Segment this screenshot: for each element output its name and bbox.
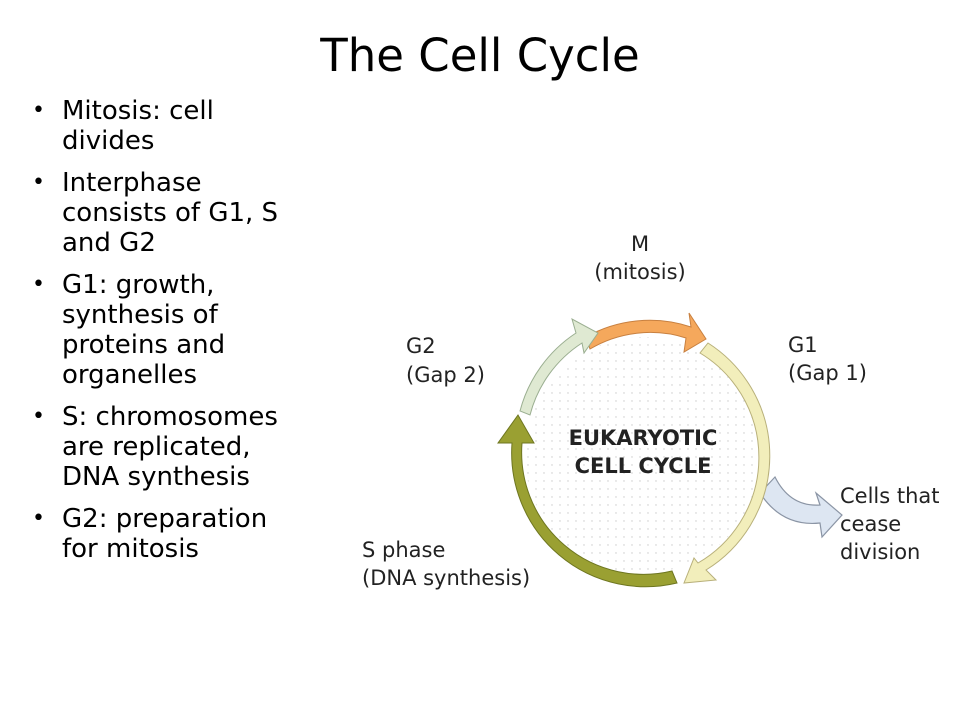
bullet-icon: • xyxy=(32,272,45,297)
bullet-icon: • xyxy=(32,404,45,429)
bullet-icon: • xyxy=(32,506,45,531)
m-phase-arc xyxy=(585,312,707,353)
s-phase-arc xyxy=(497,414,678,588)
exit-label-line1: Cells that xyxy=(840,484,940,508)
exit-label-line2: cease xyxy=(840,512,901,536)
bullet-icon: • xyxy=(32,98,45,123)
g1-sublabel: (Gap 1) xyxy=(788,361,867,385)
g2-label: G2 xyxy=(406,334,436,358)
center-label-line1: EUKARYOTIC xyxy=(569,426,718,450)
m-sublabel: (mitosis) xyxy=(594,260,685,284)
g2-sublabel: (Gap 2) xyxy=(406,363,485,387)
center-label-line2: CELL CYCLE xyxy=(575,454,712,478)
exit-label-line3: division xyxy=(840,540,920,564)
bullet-icon: • xyxy=(32,170,45,195)
m-label: M xyxy=(631,232,649,256)
g1-phase-arc xyxy=(683,342,771,584)
g2-phase-arc xyxy=(519,317,599,416)
cycle-interior xyxy=(525,337,761,573)
slide-title: The Cell Cycle xyxy=(320,29,640,82)
g1-label: G1 xyxy=(788,333,818,357)
exit-arrow xyxy=(759,475,843,539)
s-label: S phase xyxy=(362,538,445,562)
s-sublabel: (DNA synthesis) xyxy=(362,566,530,590)
cell-cycle-diagram: EUKARYOTIC CELL CYCLE M (mitosis) G1 (Ga… xyxy=(362,232,940,590)
